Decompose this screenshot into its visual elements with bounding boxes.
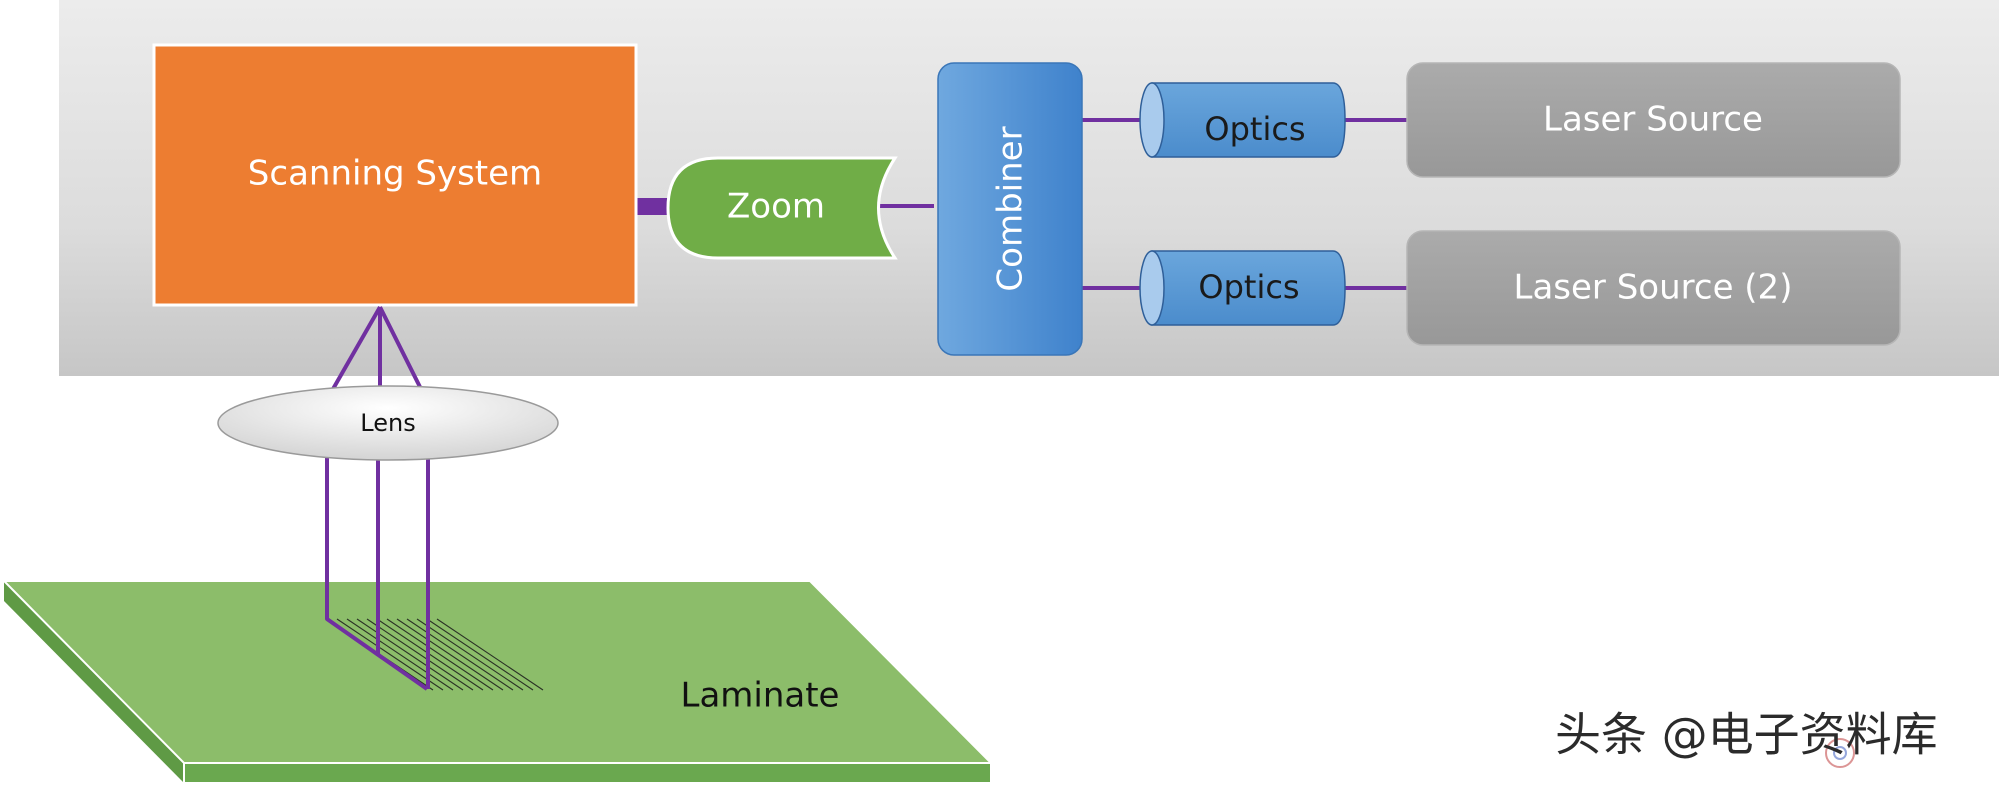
scanning-system-block — [152, 43, 638, 307]
watermark-logo — [1825, 738, 1855, 768]
optics-1-label: Optics — [1204, 110, 1305, 148]
lens-label: Lens — [360, 409, 415, 437]
watermark-text: 头条 @电子资料库 — [1555, 708, 1938, 762]
laser-source-2-label: Laser Source (2) — [1514, 268, 1793, 308]
laser-source-1-label: Laser Source — [1543, 100, 1763, 140]
laser-source-1-block — [1406, 62, 1901, 178]
optics-2-block — [1139, 250, 1346, 326]
combiner-block — [937, 62, 1083, 356]
optics-2-label: Optics — [1198, 268, 1299, 306]
laminate-label: Laminate — [681, 676, 840, 716]
scanning-system-label: Scanning System — [248, 154, 542, 194]
laminate-slab — [1, 580, 994, 784]
scan-hatch — [326, 618, 544, 691]
combiner-label: Combiner — [991, 126, 1031, 291]
laser-source-2-block — [1406, 230, 1901, 346]
lens — [217, 385, 559, 461]
scanner-zoom-connector — [637, 198, 669, 215]
laser-beams — [325, 306, 430, 691]
optics-1-block — [1139, 82, 1346, 158]
zoom-block — [666, 156, 898, 260]
zoom-label: Zoom — [727, 187, 825, 227]
